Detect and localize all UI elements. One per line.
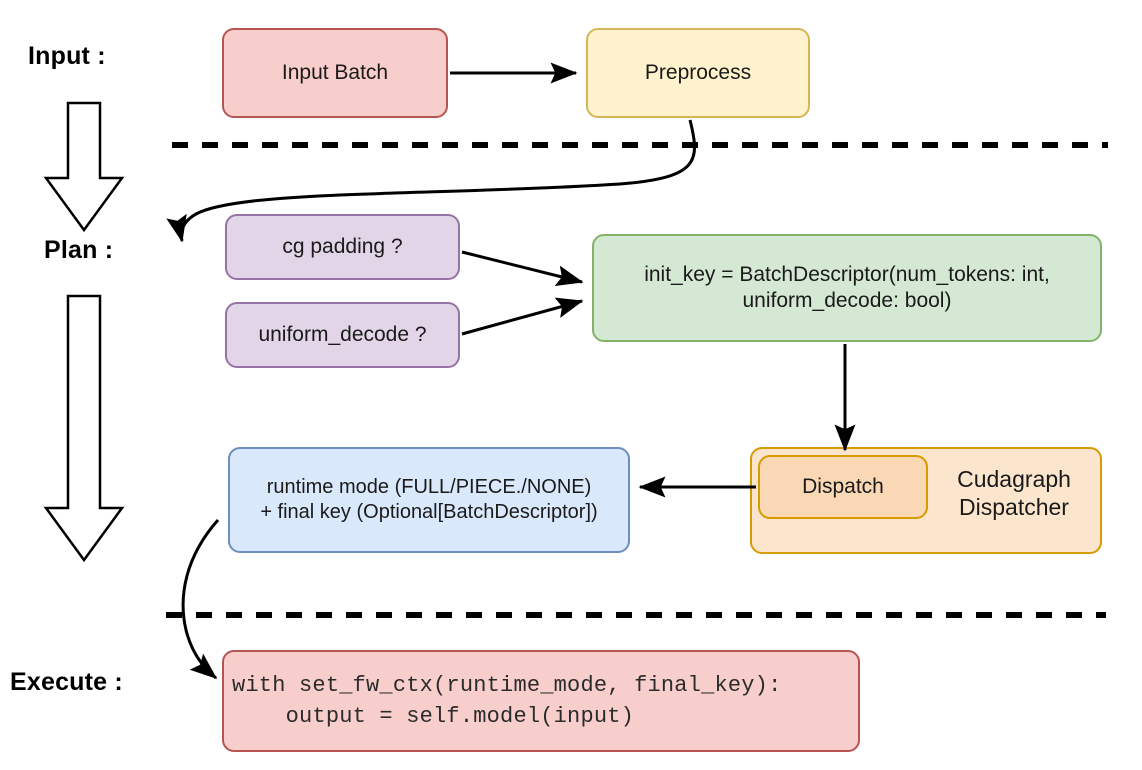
- flow-arrow-plan-to-execute: [43, 294, 125, 563]
- node-runtime-mode-label: runtime mode (FULL/PIECE./NONE) + final …: [260, 476, 598, 523]
- edge-runtime-mode-to-execute: [181, 519, 220, 680]
- stage-label-input: Input :: [28, 42, 106, 70]
- edge-cg-padding-to-init-key: [461, 250, 584, 287]
- node-input-batch-label: Input Batch: [281, 60, 389, 84]
- node-init-key-label: init_key = BatchDescriptor(num_tokens: i…: [644, 262, 1050, 312]
- stage-label-execute: Execute :: [10, 668, 123, 696]
- node-uniform-decode[interactable]: uniform_decode ?: [225, 302, 460, 368]
- node-uniform-decode-label: uniform_decode ?: [258, 322, 427, 346]
- node-input-batch[interactable]: Input Batch: [222, 28, 448, 118]
- node-cudagraph-dispatcher-label: Cudagraph Dispatcher: [957, 466, 1071, 520]
- node-init-key[interactable]: init_key = BatchDescriptor(num_tokens: i…: [592, 234, 1102, 342]
- edge-preprocess-to-cg-padding: [166, 119, 697, 243]
- node-execute-code[interactable]: with set_fw_ctx(runtime_mode, final_key)…: [222, 650, 860, 752]
- node-dispatch-label: Dispatch: [802, 474, 884, 498]
- node-execute-code-label: with set_fw_ctx(runtime_mode, final_key)…: [232, 672, 782, 729]
- node-preprocess[interactable]: Preprocess: [586, 28, 810, 118]
- node-cg-padding[interactable]: cg padding ?: [225, 214, 460, 280]
- node-preprocess-label: Preprocess: [644, 60, 752, 84]
- edge-uniform-decode-to-init-key: [461, 297, 584, 336]
- flow-arrow-input-to-plan: [43, 101, 125, 233]
- stage-label-plan: Plan :: [44, 236, 114, 264]
- node-cg-padding-label: cg padding ?: [282, 234, 403, 258]
- node-runtime-mode[interactable]: runtime mode (FULL/PIECE./NONE) + final …: [228, 447, 630, 553]
- node-dispatch[interactable]: Dispatch: [758, 455, 928, 519]
